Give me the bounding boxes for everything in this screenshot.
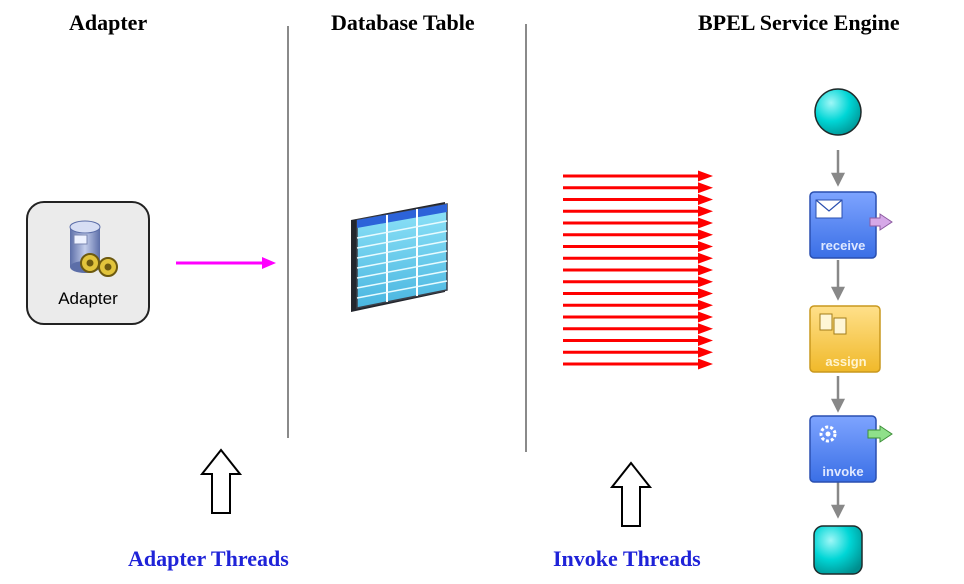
- receive-arrow-icon: [869, 213, 893, 231]
- divider-left: [287, 26, 289, 438]
- heading-bpel-service-engine: BPEL Service Engine: [698, 10, 900, 35]
- assign-activity: assign: [809, 305, 881, 373]
- invoke-thread-arrow: [563, 346, 713, 358]
- adapter-threads-label: Adapter Threads: [128, 546, 289, 571]
- invoke-arrow-icon: [867, 425, 893, 443]
- invoke-thread-arrow: [563, 217, 713, 229]
- invoke-threads-up-arrow: [609, 461, 653, 527]
- bpel-connector: [830, 150, 846, 519]
- invoke-threads-label: Invoke Threads: [553, 546, 701, 571]
- adapter-box-label: Adapter: [58, 289, 118, 308]
- bpel-process-flow: receive assign invoke: [809, 88, 893, 575]
- invoke-thread-arrow: [563, 358, 713, 370]
- invoke-thread-arrow: [563, 194, 713, 205]
- heading-adapter: Adapter: [69, 10, 148, 35]
- adapter-threads-up-arrow: [199, 448, 243, 514]
- invoke-thread-arrow: [563, 252, 713, 264]
- bpel-end-node: [813, 525, 863, 575]
- invoke-thread-arrow: [563, 264, 713, 276]
- adapter-box: Adapter: [26, 201, 150, 325]
- invoke-activity: invoke: [809, 415, 893, 483]
- invoke-thread-arrows: [563, 170, 713, 370]
- gear-icon: [819, 425, 837, 443]
- invoke-thread-arrow: [563, 229, 713, 241]
- invoke-thread-arrow: [563, 335, 713, 346]
- invoke-thread-arrow: [563, 241, 713, 252]
- database-table-icon: [351, 202, 448, 312]
- invoke-thread-arrow: [563, 299, 713, 311]
- adapter-to-table-arrow: [176, 257, 276, 269]
- bpel-start-node: [814, 88, 862, 136]
- invoke-thread-arrow: [563, 311, 713, 323]
- receive-activity-label: receive: [821, 238, 866, 253]
- divider-right: [525, 24, 527, 452]
- invoke-thread-arrow: [563, 170, 713, 182]
- invoke-thread-arrow: [563, 288, 713, 299]
- invoke-thread-arrow: [563, 323, 713, 335]
- invoke-thread-arrow: [563, 182, 713, 194]
- invoke-activity-label: invoke: [822, 464, 863, 479]
- adapter-icon: [69, 220, 118, 277]
- assign-activity-label: assign: [825, 354, 866, 369]
- receive-activity: receive: [809, 191, 893, 259]
- invoke-thread-arrow: [563, 205, 713, 217]
- invoke-thread-arrow: [563, 276, 713, 288]
- heading-database-table: Database Table: [331, 10, 475, 35]
